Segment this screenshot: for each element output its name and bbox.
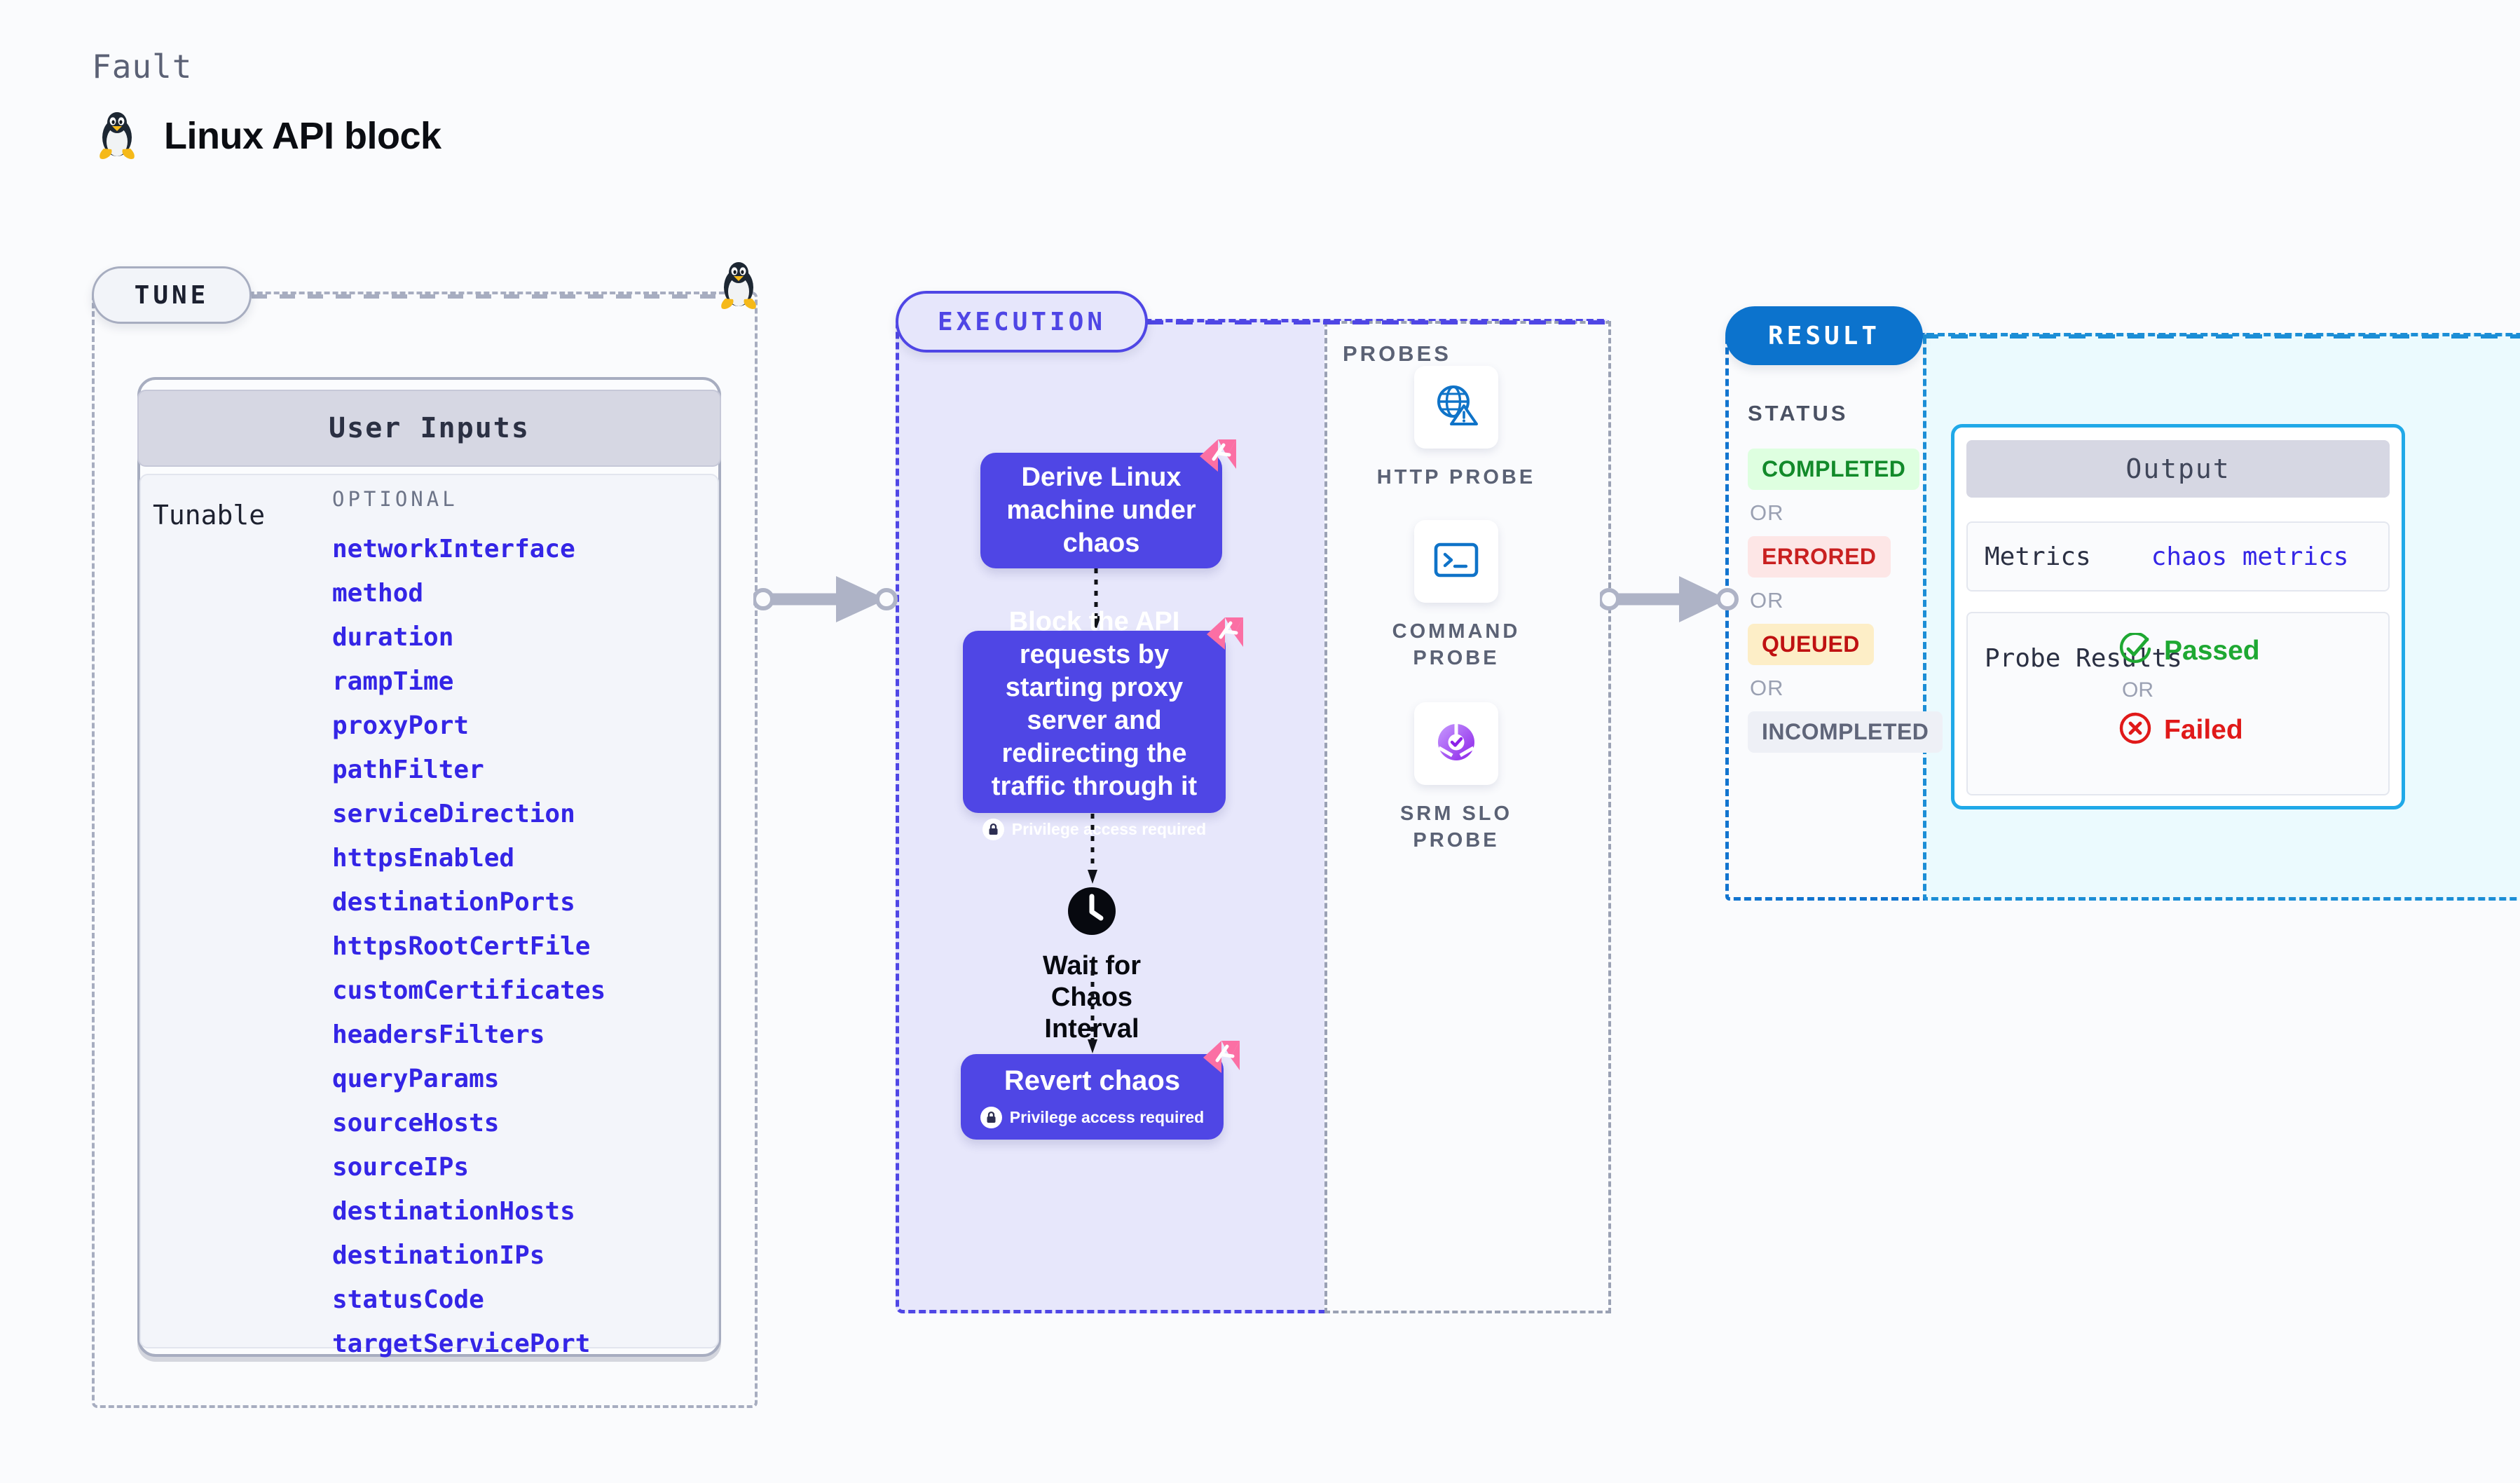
page-kicker: Fault: [92, 48, 193, 86]
tunable-param[interactable]: httpsEnabled: [332, 844, 515, 873]
globe-warning-icon: [1433, 384, 1479, 431]
tunable-param[interactable]: statusCode: [332, 1285, 484, 1314]
output-probe-results-values: Passed OR Failed: [2119, 631, 2260, 748]
probe-srm-slo[interactable]: SRM SLO PROBE: [1372, 702, 1540, 854]
lock-icon: [982, 818, 1004, 840]
execution-to-result-arrow: [1600, 576, 1739, 622]
flow-node-derive[interactable]: Derive Linux machine under chaos: [980, 453, 1222, 568]
status-or-label: OR: [1750, 676, 1784, 700]
tune-section-container: [92, 292, 758, 1408]
tunable-param[interactable]: headersFilters: [332, 1020, 545, 1049]
output-metrics-value[interactable]: chaos metrics: [2151, 542, 2349, 571]
probe-failed-label: Failed: [2164, 714, 2243, 745]
status-chip-list: COMPLETED OR ERRORED OR QUEUED OR INCOMPLETED: [1748, 449, 1943, 753]
x-circle-icon: [2119, 712, 2151, 748]
probe-http-label: HTTP PROBE: [1376, 466, 1536, 488]
terminal-icon: [1434, 542, 1479, 582]
output-title: Output: [1966, 440, 2390, 498]
probe-http[interactable]: HTTP PROBE: [1372, 366, 1540, 491]
tunable-param[interactable]: targetServicePort: [332, 1330, 591, 1358]
status-badge: QUEUED: [1748, 624, 1874, 665]
output-metrics-key: Metrics: [1985, 542, 2091, 571]
tune-to-execution-arrow: [753, 576, 898, 622]
privilege-required-badge: Privilege access required: [982, 813, 1206, 846]
tunable-param[interactable]: proxyPort: [332, 711, 470, 740]
probe-passed-label: Passed: [2164, 635, 2260, 666]
chaos-badge-icon: [1202, 1039, 1241, 1074]
tune-pill[interactable]: TUNE: [92, 266, 252, 324]
result-dashed-connector: [1922, 334, 2520, 339]
tunable-label: Tunable: [153, 500, 266, 531]
execution-dashed-connector: [1146, 320, 1611, 324]
privilege-required-text: Privilege access required: [1011, 819, 1207, 838]
probe-result-passed: Passed: [2119, 631, 2260, 669]
probe-command-label: COMMAND PROBE: [1392, 620, 1521, 669]
flow-arrow-1: [1091, 568, 1101, 630]
status-or-label: OR: [1750, 500, 1784, 525]
flow-node-block-text: Block the API requests by starting proxy…: [991, 606, 1198, 801]
status-badge: INCOMPLETED: [1748, 711, 1943, 753]
clock-icon: [1067, 887, 1116, 939]
status-label: STATUS: [1748, 401, 1849, 425]
flow-node-revert[interactable]: Revert chaos Privilege access required: [961, 1054, 1224, 1140]
flow-arrow-3: [1088, 971, 1097, 1053]
lock-icon: [980, 1107, 1002, 1128]
status-badge: ERRORED: [1748, 536, 1891, 578]
probe-or-label: OR: [2122, 678, 2153, 702]
probes-title: PROBES: [1343, 341, 1451, 366]
output-probe-results-row: Probe Results Passed OR: [1966, 612, 2390, 795]
tune-tux-penguin-icon: [717, 261, 760, 315]
tunable-param[interactable]: pathFilter: [332, 756, 484, 784]
tunable-param[interactable]: networkInterface: [332, 535, 575, 563]
tunable-param-list: networkInterface method duration rampTime pr…: [332, 527, 605, 1366]
tunable-param[interactable]: serviceDirection: [332, 800, 575, 828]
result-pill[interactable]: RESULT: [1725, 306, 1923, 365]
privilege-required-text: Privilege access required: [1009, 1108, 1205, 1126]
status-badge: COMPLETED: [1748, 449, 1920, 490]
tunable-param[interactable]: destinationPorts: [332, 888, 575, 917]
flow-node-revert-text: Revert chaos: [1004, 1065, 1181, 1096]
probe-srm-slo-label: SRM SLO PROBE: [1399, 802, 1513, 852]
privilege-required-badge: Privilege access required: [980, 1107, 1204, 1128]
probe-command[interactable]: COMMAND PROBE: [1372, 520, 1540, 671]
tunable-param[interactable]: sourceHosts: [332, 1109, 500, 1137]
optional-label: OPTIONAL: [332, 487, 458, 511]
tunable-param[interactable]: customCertificates: [332, 976, 606, 1005]
status-or-label: OR: [1750, 588, 1784, 613]
tux-penguin-icon: [95, 111, 139, 161]
tunable-param[interactable]: sourceIPs: [332, 1153, 470, 1182]
tune-dashed-connector: [252, 294, 732, 299]
probe-http-tile: [1414, 366, 1498, 449]
probes-section-container: [1324, 321, 1611, 1313]
chaos-badge-icon: [1198, 438, 1238, 473]
chaos-badge-icon: [1205, 616, 1245, 651]
tunable-param[interactable]: destinationIPs: [332, 1241, 545, 1270]
tunable-param[interactable]: httpsRootCertFile: [332, 932, 591, 961]
page-title: Linux API block: [164, 115, 441, 157]
tunable-param[interactable]: queryParams: [332, 1065, 500, 1093]
tunable-param[interactable]: destinationHosts: [332, 1197, 575, 1226]
slo-donut-check-icon: [1434, 721, 1479, 767]
tunable-param[interactable]: rampTime: [332, 667, 454, 696]
check-circle-icon: [2119, 631, 2151, 669]
flow-node-block[interactable]: Block the API requests by starting proxy…: [963, 607, 1226, 840]
flow-arrow-2: [1088, 814, 1097, 884]
tunable-param[interactable]: method: [332, 579, 424, 608]
execution-pill[interactable]: EXECUTION: [896, 291, 1148, 353]
probe-srm-slo-tile: [1414, 702, 1498, 785]
user-inputs-body: [139, 474, 719, 1348]
output-metrics-row: Metrics chaos metrics: [1966, 521, 2390, 592]
probe-result-failed: Failed: [2119, 712, 2260, 748]
flow-node-derive-text: Derive Linux machine under chaos: [1006, 463, 1196, 558]
execution-flow: Derive Linux machine under chaos Block t…: [896, 319, 1324, 1313]
probe-command-tile: [1414, 520, 1498, 603]
user-inputs-title: User Inputs: [137, 390, 721, 467]
tunable-param[interactable]: duration: [332, 623, 454, 652]
page-title-row: Linux API block: [95, 111, 441, 161]
